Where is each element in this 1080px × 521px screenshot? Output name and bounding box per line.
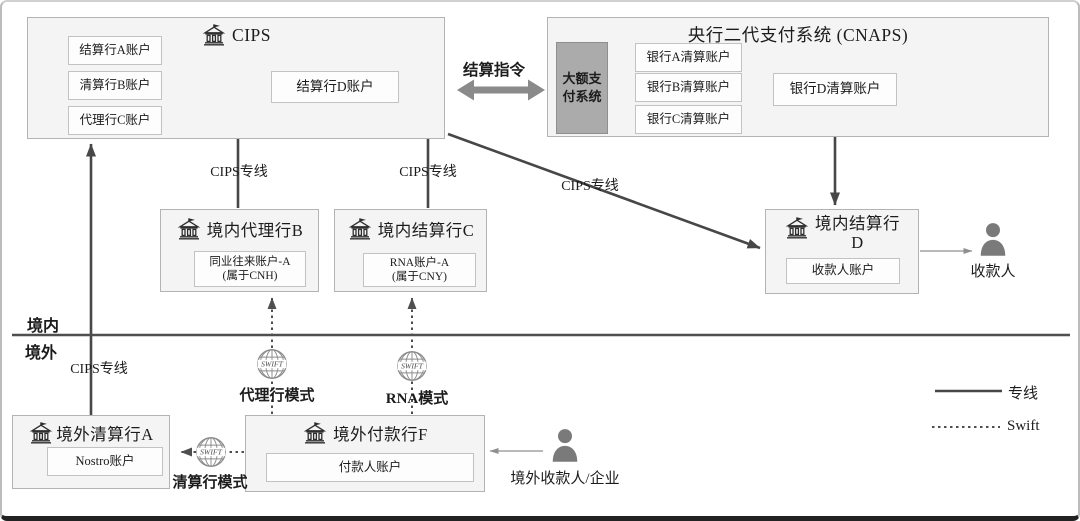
cnaps-title-row: 央行二代支付系统 (CNAPS): [548, 22, 1048, 47]
legend-dotted-label: Swift: [1007, 418, 1040, 434]
legend-solid-label: 专线: [1008, 386, 1039, 402]
bank-icon: [176, 218, 202, 240]
overseas-payer-person: 境外收款人/企业: [502, 428, 628, 488]
svg-text:SWIFT: SWIFT: [200, 447, 223, 456]
payee-account-box: 收款人账户: [786, 258, 900, 284]
bank-d-title-line1: 境内结算行: [815, 214, 900, 233]
cips-box: CIPS 结算行A账户 清算行B账户 代理行C账户 结算行D账户: [27, 17, 445, 139]
domestic-settlement-bank-c-box: 境内结算行C RNA账户-A (属于CNY): [334, 209, 487, 292]
bank-b-title-row: 境内代理行B: [161, 217, 318, 241]
swift-globe-icon: SWIFT: [253, 345, 291, 383]
bank-f-title: 境外付款行F: [333, 425, 428, 444]
overseas-paying-bank-f-box: 境外付款行F 付款人账户: [245, 415, 485, 492]
bank-icon: [201, 24, 227, 46]
cips-title: CIPS: [232, 24, 271, 45]
settlement-instruction-arrow: [457, 79, 545, 101]
bank-icon: [28, 422, 54, 444]
bank-a-title-row: 境外清算行A: [13, 421, 169, 445]
cips-line-label-c: CIPS专线: [399, 165, 457, 180]
swift-globe-icon: SWIFT: [393, 347, 431, 385]
bank-a-title: 境外清算行A: [56, 425, 154, 444]
region-overseas-label: 境外: [25, 345, 58, 362]
bank-d-title-line2: D: [851, 232, 864, 252]
svg-text:SWIFT: SWIFT: [261, 359, 284, 368]
bank-f-title-row: 境外付款行F: [246, 421, 484, 445]
bank-icon: [302, 422, 328, 444]
overseas-clearing-bank-a-box: 境外清算行A Nostro账户: [12, 415, 170, 489]
cips-line-label-b: CIPS专线: [210, 165, 268, 180]
domestic-settlement-bank-d-box: 境内结算行 D 收款人账户: [765, 209, 919, 294]
rna-mode-label: RNA模式: [385, 391, 449, 407]
account-box-bank-d-clearing: 银行D清算账户: [773, 73, 897, 106]
clearing-mode-label: 清算行模式: [172, 475, 248, 491]
rna-account-box: RNA账户-A (属于CNY): [363, 253, 476, 287]
interbank-account-box: 同业往来账户-A (属于CNH): [194, 251, 306, 287]
bank-c-title: 境内结算行C: [377, 221, 475, 240]
account-box-settlement-d: 结算行D账户: [271, 71, 399, 103]
payer-account-box: 付款人账户: [266, 453, 474, 482]
domestic-agent-bank-b-box: 境内代理行B 同业往来账户-A (属于CNH): [160, 209, 319, 292]
bank-d-title: 境内结算行 D: [815, 214, 900, 253]
region-domestic-label: 境内: [27, 318, 60, 335]
payee-person: 收款人: [969, 222, 1017, 281]
payee-label: 收款人: [970, 264, 1016, 280]
cips-title-row: CIPS: [28, 24, 444, 46]
cnaps-box: 央行二代支付系统 (CNAPS) 大额支付系统 银行A清算账户 银行B清算账户 …: [547, 17, 1049, 137]
account-box-bank-a-clearing: 银行A清算账户: [635, 43, 742, 72]
bank-c-title-row: 境内结算行C: [335, 217, 486, 241]
account-box-bank-c-clearing: 银行C清算账户: [635, 105, 742, 134]
bank-b-title: 境内代理行B: [206, 221, 304, 240]
account-box-bank-b-clearing: 银行B清算账户: [635, 73, 742, 102]
account-box-clearing-b: 清算行B账户: [68, 71, 162, 100]
account-box-agent-c: 代理行C账户: [68, 106, 162, 135]
swift-globe-icon: SWIFT: [192, 433, 230, 471]
svg-text:SWIFT: SWIFT: [401, 361, 424, 370]
settlement-instruction-label: 结算指令: [462, 62, 526, 79]
hvps-box: 大额支付系统: [556, 42, 608, 134]
account-box-settlement-a: 结算行A账户: [68, 36, 162, 65]
bank-icon: [784, 217, 810, 239]
cips-line-label-overseas: CIPS专线: [70, 362, 128, 377]
interbank-account-note: (属于CNH): [222, 270, 278, 282]
cnaps-title: 央行二代支付系统 (CNAPS): [687, 25, 909, 45]
cips-line-label-d: CIPS专线: [561, 179, 619, 194]
bank-d-title-row: 境内结算行 D: [766, 214, 918, 253]
nostro-account-box: Nostro账户: [47, 447, 163, 476]
person-icon: [550, 428, 580, 466]
person-icon: [978, 222, 1008, 258]
bank-icon: [347, 218, 373, 240]
rna-account-text: RNA账户-A: [389, 256, 450, 269]
overseas-payer-label: 境外收款人/企业: [510, 471, 620, 487]
agent-mode-label: 代理行模式: [239, 388, 315, 404]
interbank-account-text: 同业往来账户-A: [209, 255, 291, 268]
rna-account-note: (属于CNY): [392, 271, 447, 283]
